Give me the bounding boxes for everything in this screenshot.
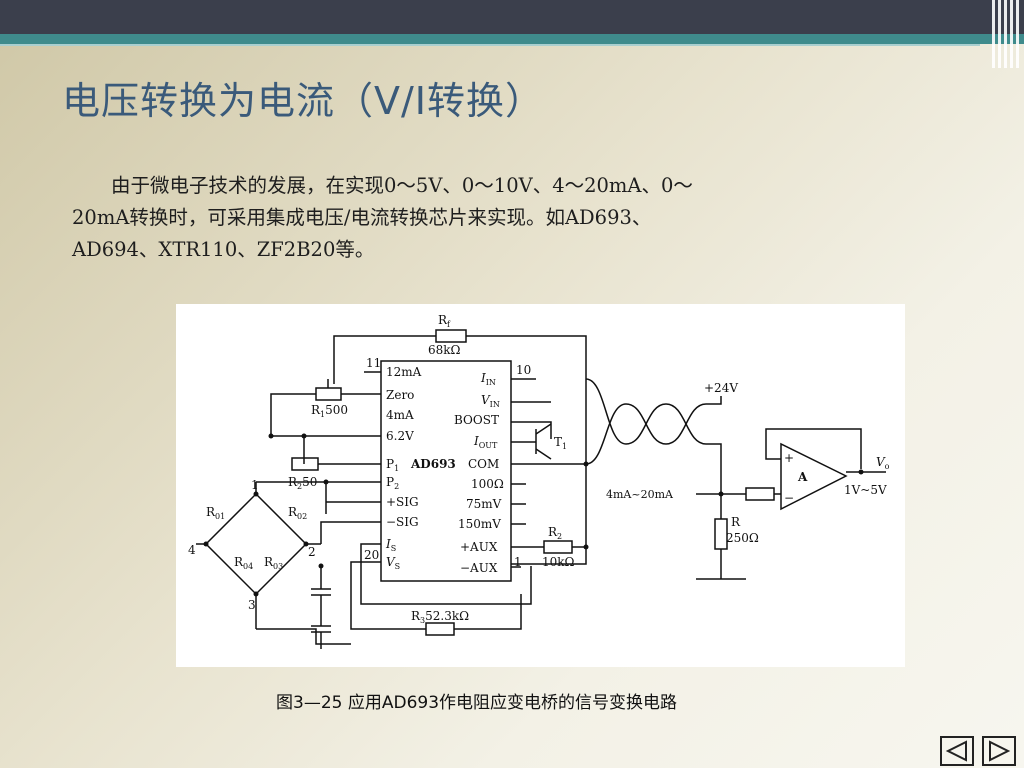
vout-label: Vo	[876, 455, 890, 471]
r2-label: R2	[548, 525, 562, 541]
r03-label: R03	[264, 555, 283, 571]
r04-label: R04	[234, 555, 253, 571]
r-label: R	[731, 515, 741, 529]
pin-is-label: IS	[385, 537, 396, 553]
r02-label: R02	[288, 505, 307, 521]
prev-triangle-icon	[945, 740, 967, 762]
r2-potentiometer	[291, 457, 319, 471]
pin-10-label: 10	[516, 363, 531, 377]
pin-4ma-label: 4mA	[386, 408, 414, 422]
r2-resistor	[543, 540, 573, 554]
r01-label: R01	[206, 505, 225, 521]
pin-p2-label: P2	[386, 475, 399, 491]
node-3-label: 3	[248, 598, 256, 612]
pin-1-label: 1	[514, 555, 522, 569]
input-resistor	[745, 487, 775, 501]
slide-paragraph: 由于微电子技术的发展，在实现0～5V、0～10V、4～20mA、0～ 20mA转…	[72, 170, 922, 266]
pin-12ma-label: 12mA	[386, 365, 422, 379]
r3-label: R352.3kΩ	[411, 609, 469, 625]
rf-value-label: 68kΩ	[428, 343, 461, 357]
header-accent-line	[0, 44, 980, 46]
header-dark-bar	[0, 0, 1024, 34]
chip-name-label: AD693	[410, 457, 456, 471]
rf-resistor	[435, 329, 467, 343]
paragraph-line: 20mA转换时，可采用集成电压/电流转换芯片来实现。如AD693、	[72, 206, 652, 229]
pin-psig-label: +SIG	[386, 495, 419, 509]
pin-100-label: 100Ω	[471, 477, 504, 491]
pin-zero-label: Zero	[386, 388, 414, 402]
transistor-label: T1	[554, 435, 567, 451]
node-4-label: 4	[188, 543, 196, 557]
circuit-diagram: Rf 68kΩ R1500 R250 11 10 1 20 1 2 3 4 12…	[188, 313, 890, 649]
r2-value-label: 10kΩ	[542, 555, 575, 569]
supply-24v-label: +24V	[704, 381, 738, 395]
pin-paux-label: +AUX	[460, 540, 498, 554]
paragraph-line: AD694、XTR110、ZF2B20等。	[72, 238, 375, 261]
pin-iout-label: IOUT	[473, 434, 498, 450]
op-amp-triangle	[780, 442, 848, 511]
header-corner-decoration	[988, 0, 1024, 68]
paragraph-line: 由于微电子技术的发展，在实现0～5V、0～10V、4～20mA、0～	[72, 174, 693, 197]
circuit-figure: Rf 68kΩ R1500 R250 11 10 1 20 1 2 3 4 12…	[176, 304, 905, 667]
pin-p1-label: P1	[386, 457, 399, 473]
header-teal-bar	[0, 34, 1024, 44]
ad693-chip-box	[380, 360, 512, 582]
node-1-label: 1	[251, 478, 259, 492]
prev-slide-button[interactable]	[940, 736, 974, 766]
pin-nsig-label: −SIG	[386, 515, 419, 529]
figure-caption: 图3—25 应用AD693作电阻应变电桥的信号变换电路	[276, 693, 678, 713]
pin-vs-label: VS	[386, 555, 400, 571]
pin-75mv-label: 75mV	[466, 497, 502, 511]
op-amp-minus-label: −	[784, 491, 794, 505]
r-value-label: 250Ω	[726, 531, 759, 545]
node-2-label: 2	[308, 545, 316, 559]
rf-label: Rf	[438, 313, 451, 329]
vout-range-label: 1V~5V	[844, 483, 887, 497]
pin-boost-label: BOOST	[454, 413, 499, 427]
pin-150mv-label: 150mV	[458, 517, 501, 531]
pin-62v-label: 6.2V	[386, 429, 414, 443]
op-amp-plus-label: +	[784, 451, 794, 465]
pin-11-label: 11	[366, 356, 381, 370]
r1-label: R1500	[311, 403, 348, 419]
slide-title: 电压转换为电流（V/I转换）	[62, 79, 545, 123]
pin-iin-label: IIN	[480, 371, 496, 387]
r2-pot-label: R250	[288, 475, 317, 491]
pin-20-label: 20	[364, 548, 379, 562]
pin-vin-label: VIN	[481, 393, 500, 409]
current-range-label: 4mA~20mA	[606, 488, 674, 501]
r1-potentiometer	[315, 387, 342, 401]
next-slide-button[interactable]	[982, 736, 1016, 766]
pin-naux-label: −AUX	[460, 561, 498, 575]
r3-resistor	[425, 622, 455, 636]
pin-com-label: COM	[468, 457, 499, 471]
next-triangle-icon	[989, 740, 1011, 762]
op-amp-label: A	[797, 470, 808, 484]
